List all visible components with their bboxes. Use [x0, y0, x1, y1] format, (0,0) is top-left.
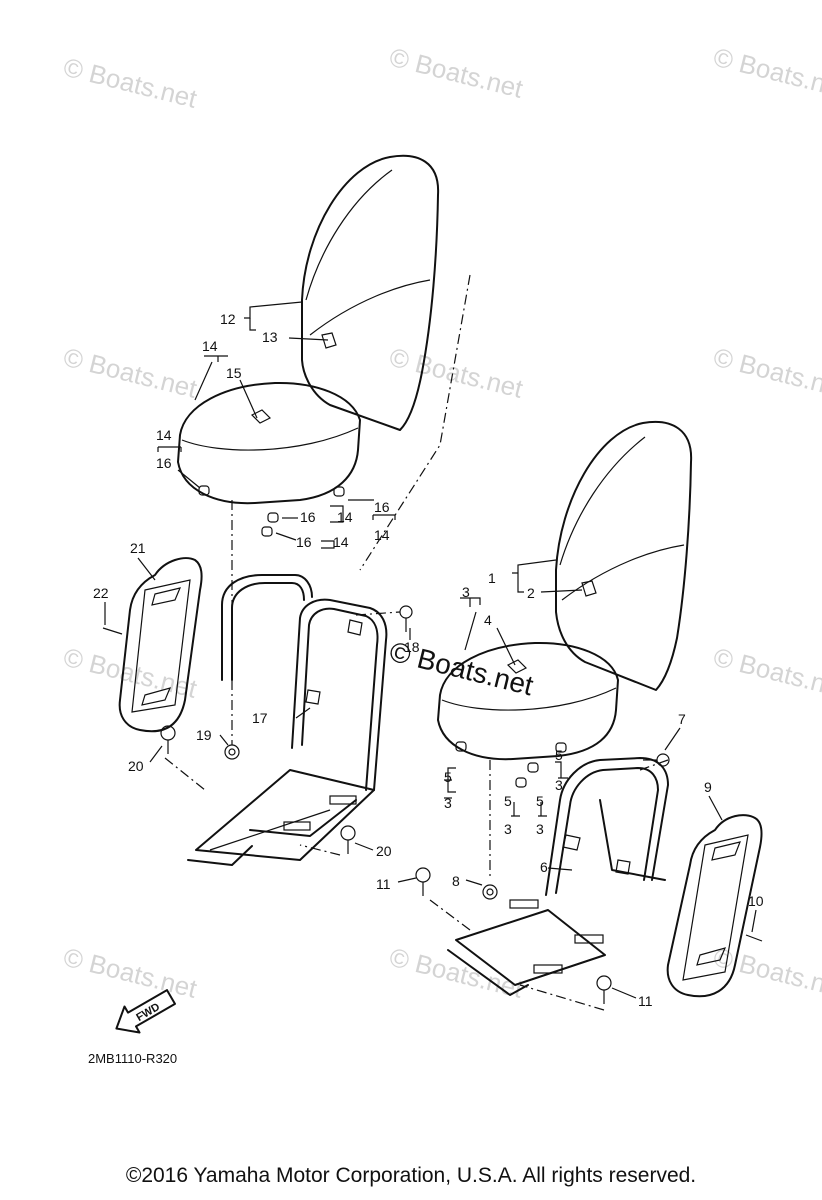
left-seat-backrest — [301, 154, 440, 431]
callout-11: 11 — [376, 876, 391, 892]
right-seat-pads — [455, 741, 567, 788]
callout-14: 14 — [374, 527, 390, 543]
callout-5: 5 — [536, 793, 544, 809]
callout-3: 3 — [444, 795, 452, 811]
callout-19: 19 — [196, 727, 212, 743]
callout-22: 22 — [93, 585, 109, 601]
watermark: © Boats.net — [387, 42, 527, 104]
callout-2: 2 — [527, 585, 535, 601]
callout-16: 16 — [300, 509, 316, 525]
left-seat-side-panel — [118, 557, 203, 733]
callout-9: 9 — [704, 779, 712, 795]
callout-21: 21 — [130, 540, 146, 556]
right-seat-bolts — [415, 753, 763, 1004]
callout-3: 3 — [462, 584, 470, 600]
callout-5: 5 — [555, 747, 563, 763]
callout-3: 3 — [536, 821, 544, 837]
callout-7: 7 — [678, 711, 686, 727]
callout-20: 20 — [376, 843, 392, 859]
left-seat-pads — [198, 485, 345, 537]
watermark: © Boats.net — [387, 342, 527, 404]
watermark: © Boats.net — [61, 342, 201, 404]
callout-11: 11 — [638, 993, 653, 1009]
left-seat-frame — [187, 574, 388, 866]
callout-14: 14 — [333, 534, 349, 550]
left-seat-cushion — [177, 381, 361, 505]
callout-16: 16 — [374, 499, 390, 515]
watermark: © Boats.net — [61, 942, 201, 1004]
right-seat-center-lines — [429, 759, 669, 1011]
left-seat-bolts — [102, 605, 413, 854]
copyright-text: ©2016 Yamaha Motor Corporation, U.S.A. A… — [125, 1164, 697, 1187]
callout-8: 8 — [452, 873, 460, 889]
right-seat-side-panel — [666, 814, 763, 998]
callout-5: 5 — [444, 769, 452, 785]
callout-15: 15 — [226, 365, 242, 381]
right-seat-frame — [447, 757, 669, 996]
callout-6: 6 — [540, 859, 548, 875]
callout-16: 16 — [296, 534, 312, 550]
callout-4: 4 — [484, 612, 492, 628]
watermark: © Boats.net — [61, 52, 201, 114]
callout-14: 14 — [202, 338, 218, 354]
diagram-code: 2MB1110-R320 — [88, 1051, 177, 1066]
callout-5: 5 — [504, 793, 512, 809]
watermark: © Boats.net — [61, 642, 201, 704]
watermarks: © Boats.net © Boats.net © Boats.net © Bo… — [61, 42, 822, 1004]
watermark: © Boats.net — [387, 942, 527, 1004]
callout-20: 20 — [128, 758, 144, 774]
watermark: © Boats.net — [711, 942, 822, 1004]
callout-12: 12 — [220, 311, 236, 327]
callout-16: 16 — [156, 455, 172, 471]
callout-14: 14 — [156, 427, 172, 443]
callout-14: 14 — [337, 509, 353, 525]
callout-17: 17 — [252, 710, 268, 726]
watermark: © Boats.net — [711, 642, 822, 704]
callout-3: 3 — [504, 821, 512, 837]
leader-lines — [104, 301, 757, 999]
callout-18: 18 — [404, 639, 420, 655]
watermark: © Boats.net — [711, 42, 822, 104]
right-seat-cushion — [437, 641, 619, 761]
callout-1: 1 — [488, 570, 496, 586]
callouts: 1 2 3 4 5 3 5 3 5 3 5 3 6 7 8 9 10 11 11… — [93, 311, 764, 1009]
fwd-arrow-icon: FWD — [115, 989, 176, 1034]
watermark: © Boats.net — [711, 342, 822, 404]
callout-3: 3 — [555, 777, 563, 793]
exploded-view: © Boats.net © Boats.net © Boats.net © Bo… — [61, 42, 822, 1066]
callout-13: 13 — [262, 329, 278, 345]
callout-10: 10 — [748, 893, 764, 909]
right-seat-backrest — [555, 421, 693, 691]
left-seat-center-lines — [164, 274, 471, 856]
